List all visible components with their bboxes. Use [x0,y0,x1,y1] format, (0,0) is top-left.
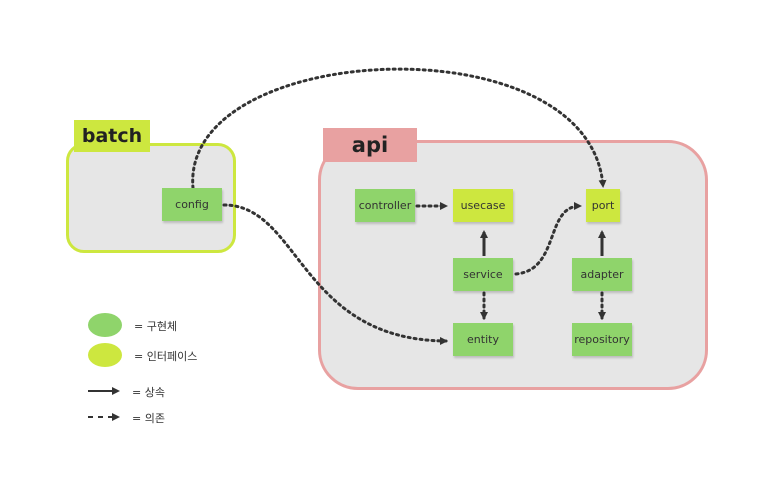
legend-depend-label: = 의존 [132,412,165,425]
batch-group-label: batch [74,120,150,152]
api-group-label: api [323,128,417,162]
node-service: service [453,258,513,291]
node-usecase: usecase [453,189,513,222]
legend-interface-swatch [88,343,122,367]
node-entity: entity [453,323,513,356]
legend-impl-label: = 구현체 [134,320,178,333]
node-adapter: adapter [572,258,632,291]
api-group [318,140,708,390]
legend-impl-swatch [88,313,122,337]
node-config: config [162,188,222,221]
legend-interface-label: = 인터페이스 [134,350,198,363]
node-repository: repository [572,323,632,356]
node-port: port [586,189,620,222]
node-controller: controller [355,189,415,222]
legend-inherit-label: = 상속 [132,386,165,399]
